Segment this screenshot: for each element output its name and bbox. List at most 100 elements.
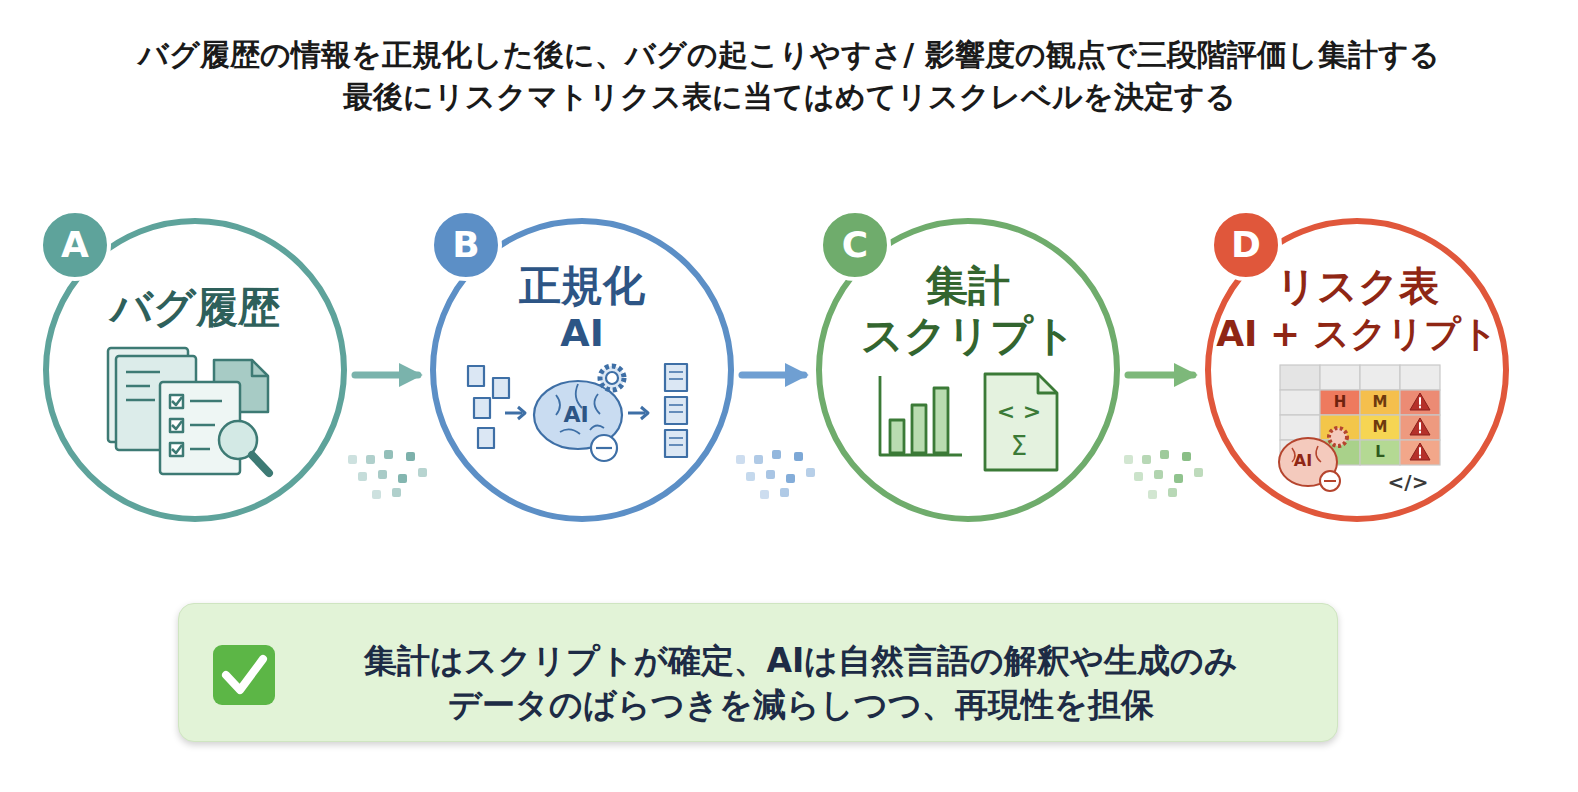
matrix-cell — [1360, 440, 1400, 465]
chart-script-icon — [934, 388, 948, 453]
dot — [406, 452, 415, 461]
step-subheading: スクリプト — [816, 311, 1120, 361]
check-icon — [213, 645, 275, 705]
document-icon — [219, 421, 257, 459]
dot — [384, 450, 393, 459]
ai-normalize-icon — [628, 412, 645, 415]
step-heading: バグ履歴 — [43, 283, 347, 333]
document-icon — [108, 348, 188, 442]
dot — [1142, 455, 1151, 464]
chart-script-icon — [1038, 374, 1057, 393]
dot — [736, 455, 745, 464]
ai-normalize-icon — [665, 397, 687, 424]
matrix-cell — [1320, 440, 1360, 465]
matrix-cell — [1400, 365, 1440, 390]
document-icon — [190, 400, 222, 403]
dot — [358, 472, 367, 481]
step-circle: Dリスク表AI + スクリプト — [1205, 218, 1509, 522]
dot — [794, 452, 803, 461]
dot — [754, 455, 763, 464]
ai-normalize-icon — [468, 366, 484, 386]
matrix-cell — [1360, 365, 1400, 390]
document-icon — [126, 399, 155, 402]
step-subheading: AI + スクリプト — [1205, 312, 1509, 355]
step-subheading: AI — [430, 311, 734, 357]
dot — [766, 470, 775, 479]
document-icon — [170, 443, 183, 456]
ai-normalize-icon — [556, 384, 604, 434]
warning-mark — [1419, 398, 1421, 408]
matrix-cell — [1400, 440, 1440, 465]
ai-brain-icon — [1292, 446, 1321, 462]
matrix-cell — [1400, 415, 1440, 440]
step-badge — [821, 211, 889, 279]
matrix-cell — [1320, 415, 1360, 440]
warning-mark — [1419, 423, 1421, 433]
ai-normalize-icon — [606, 372, 618, 384]
document-icon — [214, 360, 268, 412]
badge-letter: C — [825, 223, 885, 266]
dot — [378, 470, 387, 479]
dot — [806, 468, 815, 477]
document-icon — [160, 382, 240, 474]
badge-letter: D — [1216, 223, 1276, 266]
document-icon — [190, 448, 210, 451]
chart-script-icon — [890, 420, 904, 453]
chart-script-icon — [880, 376, 962, 455]
matrix-cell — [1280, 390, 1320, 415]
ai-brain-icon — [1279, 438, 1337, 486]
dot — [786, 474, 795, 483]
ai-normalize-icon — [596, 447, 612, 449]
badge-letter: A — [45, 223, 105, 266]
dot — [1182, 452, 1191, 461]
matrix-cell — [1360, 415, 1400, 440]
step-heading: 正規化 — [430, 261, 734, 311]
step-circle: C集計スクリプト — [816, 218, 1120, 522]
matrix-cell — [1360, 390, 1400, 415]
check-icon — [226, 659, 263, 690]
ai-normalize-icon — [474, 398, 490, 418]
document-icon — [170, 395, 183, 408]
chart-script-icon — [912, 405, 926, 453]
matrix-cell — [1320, 390, 1360, 415]
ai-normalize-icon — [665, 430, 687, 457]
ai-normalize-icon — [591, 435, 617, 461]
warning-symbol — [1410, 443, 1430, 460]
summary-text: 集計はスクリプトが確定、AIは自然言語の解釈や生成のみ データのばらつきを減らし… — [301, 639, 1301, 727]
ai-brain-icon — [1279, 428, 1347, 491]
dot — [1168, 488, 1177, 497]
ai-normalize-icon — [518, 407, 525, 419]
dot-decoration — [348, 450, 1203, 499]
ai-normalize-icon — [468, 364, 687, 461]
chart-script-icon — [985, 374, 1057, 470]
dot — [1134, 472, 1143, 481]
diagram-title: バグ履歴の情報を正規化した後に、バグの起こりやすさ/ 影響度の観点で三段階評価し… — [39, 34, 1539, 118]
ai-brain-icon — [1329, 428, 1347, 446]
dot — [1194, 468, 1203, 477]
dot — [760, 490, 769, 499]
document-icon — [252, 360, 268, 376]
ai-normalize-icon — [493, 378, 509, 398]
ai-normalize-icon — [600, 366, 624, 390]
document-icon — [170, 419, 183, 432]
dot — [772, 450, 781, 459]
summary-box: 集計はスクリプトが確定、AIは自然言語の解釈や生成のみ データのばらつきを減らし… — [178, 603, 1338, 742]
dot — [366, 455, 375, 464]
step-badge — [1212, 211, 1280, 279]
document-icon — [108, 348, 269, 474]
document-icon — [172, 397, 182, 453]
flow-arrow — [355, 372, 418, 379]
matrix-cell — [1280, 440, 1320, 465]
ai-normalize-icon — [478, 428, 494, 448]
dot — [1174, 474, 1183, 483]
flow-arrow — [742, 372, 804, 379]
dot — [392, 488, 401, 497]
check-icon — [213, 645, 275, 705]
matrix-cell — [1320, 365, 1360, 390]
ai-brain-icon — [1324, 480, 1336, 482]
matrix-cell — [1280, 365, 1320, 390]
warning-mark — [1419, 448, 1421, 458]
document-icon — [126, 385, 150, 388]
